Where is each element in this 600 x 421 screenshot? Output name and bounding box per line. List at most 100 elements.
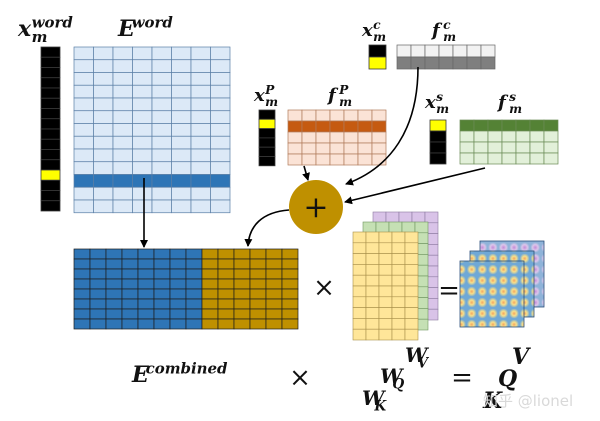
one-hot-cell xyxy=(258,146,276,157)
one-hot-cell xyxy=(258,156,276,167)
matrix-cell xyxy=(151,46,172,61)
matrix-cell xyxy=(93,199,114,214)
one-hot-cell xyxy=(40,56,61,68)
combined-cell-word xyxy=(185,248,203,260)
weight-cell-k xyxy=(365,296,380,308)
w-k-label: WK xyxy=(362,386,387,415)
matrix-cell xyxy=(329,153,345,166)
matrix-cell xyxy=(501,130,517,143)
matrix-cell xyxy=(190,199,211,214)
combined-cell-extra xyxy=(233,308,251,320)
combined-cell-word xyxy=(73,248,91,260)
combined-cell-extra xyxy=(249,308,267,320)
matrix-cell xyxy=(343,131,359,144)
matrix-cell xyxy=(487,141,503,154)
combined-cell-word xyxy=(105,318,123,330)
matrix-cell xyxy=(112,135,133,150)
matrix-cell xyxy=(190,123,211,137)
combined-cell-extra xyxy=(265,318,283,330)
combined-cell-extra xyxy=(217,258,235,270)
matrix-cell xyxy=(132,174,153,188)
one-hot-cell xyxy=(40,149,61,161)
combined-cell-word xyxy=(105,288,123,300)
matrix-cell xyxy=(357,142,373,155)
arrow-fs-to-plus xyxy=(344,167,486,205)
matrix-cell xyxy=(132,110,153,124)
matrix-cell xyxy=(73,110,94,124)
one-hot-cell xyxy=(40,118,61,130)
svg-text:xsm: xsm xyxy=(424,90,449,116)
one-hot-cell xyxy=(40,200,61,212)
matrix-cell xyxy=(287,142,303,155)
weight-cell-k xyxy=(404,285,419,298)
x-seg-one-hot-vector xyxy=(429,119,447,165)
matrix-cell xyxy=(171,110,192,124)
combined-cell-word xyxy=(89,298,107,310)
matrix-cell xyxy=(171,174,192,188)
combined-cell-word xyxy=(105,268,123,280)
q-output-label: Q xyxy=(498,366,517,392)
matrix-cell xyxy=(73,123,94,137)
x-char-one-hot-vector xyxy=(368,44,387,70)
matrix-cell xyxy=(112,199,133,214)
matrix-cell xyxy=(73,186,94,201)
equals-operator-1: = xyxy=(438,276,460,306)
matrix-cell xyxy=(190,148,211,163)
weight-cell-k xyxy=(378,328,393,341)
v-output-label: V xyxy=(512,344,531,370)
combined-cell-extra xyxy=(249,248,267,260)
matrix-cell xyxy=(315,142,331,155)
matrix-cell xyxy=(132,97,153,112)
weight-cell-q xyxy=(375,221,390,234)
matrix-cell xyxy=(371,109,387,122)
matrix-cell xyxy=(112,123,133,137)
weight-cell-k xyxy=(391,328,406,341)
matrix-cell xyxy=(452,44,468,58)
matrix-cell xyxy=(112,59,133,73)
matrix-cell xyxy=(73,97,94,112)
matrix-cell xyxy=(93,161,114,175)
matrix-cell xyxy=(343,153,359,166)
combined-cell-word xyxy=(89,248,107,260)
svg-text:WQ: WQ xyxy=(380,364,405,393)
matrix-cell xyxy=(357,153,373,166)
weight-cell-k xyxy=(365,242,380,254)
matrix-cell xyxy=(543,152,559,165)
weight-cell-k xyxy=(365,318,380,330)
matrix-cell xyxy=(287,109,303,122)
matrix-cell xyxy=(210,123,231,137)
weight-cell-k xyxy=(378,274,393,287)
matrix-cell xyxy=(473,152,489,165)
weight-cell-k xyxy=(365,253,380,265)
matrix-cell xyxy=(529,119,545,132)
combined-cell-extra xyxy=(233,288,251,300)
combined-cell-word xyxy=(137,278,155,290)
combined-cell-word xyxy=(121,318,139,330)
combined-cell-extra xyxy=(201,288,219,300)
combined-cell-word xyxy=(169,288,187,300)
svg-text:WK: WK xyxy=(362,386,387,415)
one-hot-cell xyxy=(429,119,447,132)
matrix-cell xyxy=(343,109,359,122)
weight-cell-k xyxy=(352,328,367,341)
combined-cell-extra xyxy=(265,288,283,300)
one-hot-cell xyxy=(40,159,61,171)
matrix-cell xyxy=(459,152,475,165)
combined-cell-extra xyxy=(233,318,251,330)
weight-cell-v xyxy=(398,211,413,224)
times-operator-2: × xyxy=(289,363,311,393)
weight-cell-k xyxy=(391,307,406,319)
matrix-cell xyxy=(190,186,211,201)
combined-cell-word xyxy=(73,258,91,270)
combined-cell-word xyxy=(73,308,91,320)
matrix-cell xyxy=(315,131,331,144)
svg-text:fcm: fcm xyxy=(430,18,456,44)
combined-cell-word xyxy=(137,268,155,280)
matrix-cell xyxy=(171,59,192,73)
weight-cell-k xyxy=(352,318,367,330)
matrix-cell xyxy=(466,56,482,70)
svg-text:fPm: fPm xyxy=(326,83,352,109)
output-k-layer xyxy=(459,260,525,328)
weight-cell-k xyxy=(365,264,380,276)
